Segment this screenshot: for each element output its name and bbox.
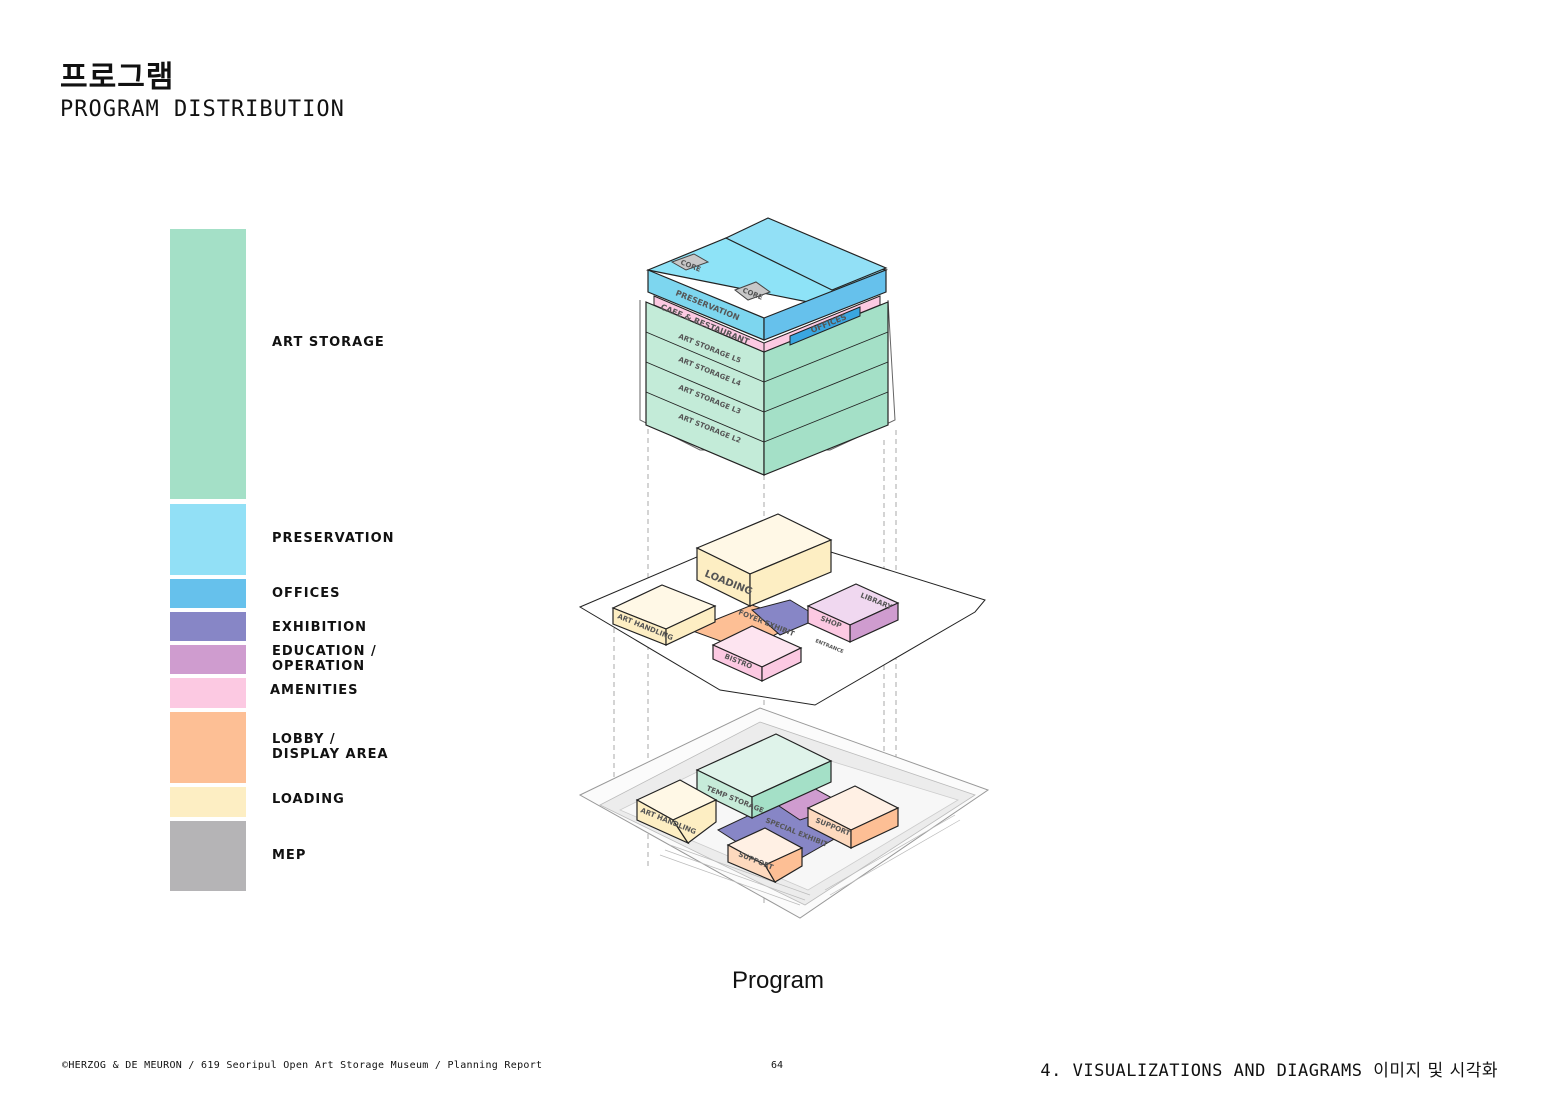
legend-label-amenities: AMENITIES	[270, 683, 359, 698]
legend-swatch-art-storage	[170, 229, 246, 499]
legend-swatch-preservation	[170, 504, 246, 575]
footer-section-korean: 이미지 및 시각화	[1373, 1061, 1498, 1081]
footer-section: 4. VISUALIZATIONS AND DIAGRAMS 이미지 및 시각화	[1040, 1056, 1498, 1081]
legend-swatch-amenities	[170, 678, 246, 708]
legend-swatch-lobby-display	[170, 712, 246, 783]
footer-section-english: 4. VISUALIZATIONS AND DIAGRAMS	[1040, 1061, 1363, 1081]
page-title-english: PROGRAM DISTRIBUTION	[60, 97, 345, 122]
page-title-korean: 프로그램	[60, 60, 175, 95]
middle-level	[578, 513, 986, 706]
legend-swatch-exhibition	[170, 612, 246, 641]
legend-label-loading: LOADING	[272, 792, 345, 807]
parking-stripes	[659, 814, 961, 906]
legend-label-exhibition: EXHIBITION	[272, 620, 368, 635]
legend-label-art-storage: ART STORAGE	[272, 335, 385, 350]
floor-lines	[645, 331, 889, 443]
legend-swatch-education-operation	[170, 645, 246, 674]
page-number: 64	[771, 1060, 784, 1071]
bottom-level	[578, 707, 990, 919]
legend-swatch-loading	[170, 787, 246, 817]
diagram-caption: Program	[731, 967, 825, 994]
legend-label-lobby-display: LOBBY / DISPLAY AREA	[272, 732, 389, 762]
legend-label-offices: OFFICES	[272, 586, 341, 601]
legend-swatch-offices	[170, 579, 246, 608]
top-block	[639, 217, 896, 476]
legend-label-education-operation: EDUCATION / OPERATION	[272, 644, 377, 674]
legend-label-preservation: PRESERVATION	[272, 531, 395, 546]
legend-label-mep: MEP	[272, 848, 307, 863]
footer-credit: ©HERZOG & DE MEURON / 619 Seoripul Open …	[62, 1060, 543, 1071]
legend-swatch-mep	[170, 821, 246, 891]
